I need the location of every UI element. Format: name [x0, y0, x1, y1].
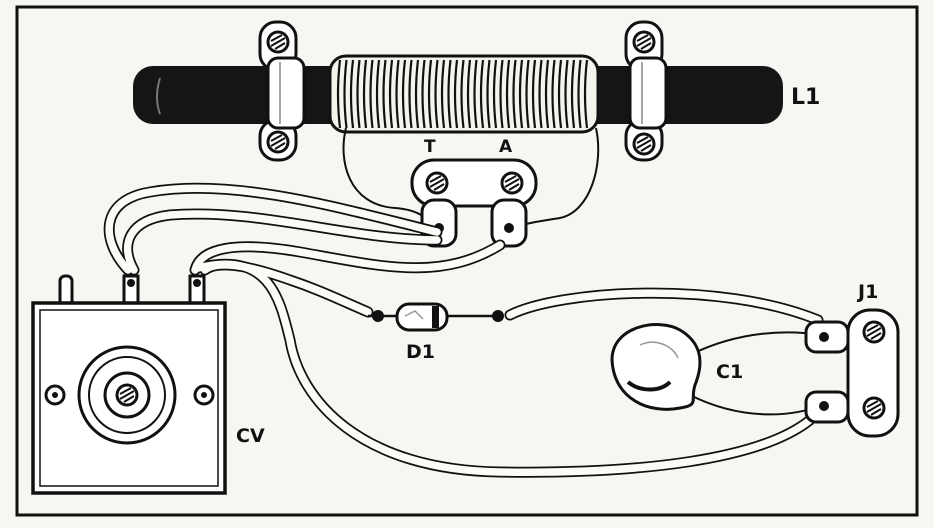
solder-point-icon — [372, 310, 384, 322]
terminal-a-label: A — [499, 137, 513, 157]
diode-d1: D1 — [368, 302, 504, 363]
capacitor-label: C1 — [716, 361, 743, 383]
terminal-t-label: T — [424, 137, 436, 157]
capacitor-c1: C1 — [610, 323, 823, 416]
jack-j1: J1 — [804, 281, 900, 438]
clamp-right — [624, 20, 668, 162]
jack-label: J1 — [856, 281, 878, 303]
coil-l1: L1 — [133, 20, 820, 162]
variable-capacitor-label: CV — [236, 425, 265, 447]
coil-label: L1 — [791, 85, 820, 110]
wire-harness — [103, 182, 824, 478]
clamp-left — [258, 20, 306, 162]
board-outline — [15, 5, 919, 517]
diode-label: D1 — [406, 341, 435, 363]
variable-capacitor-cv: CV — [31, 274, 265, 495]
solder-point-icon — [492, 310, 504, 322]
